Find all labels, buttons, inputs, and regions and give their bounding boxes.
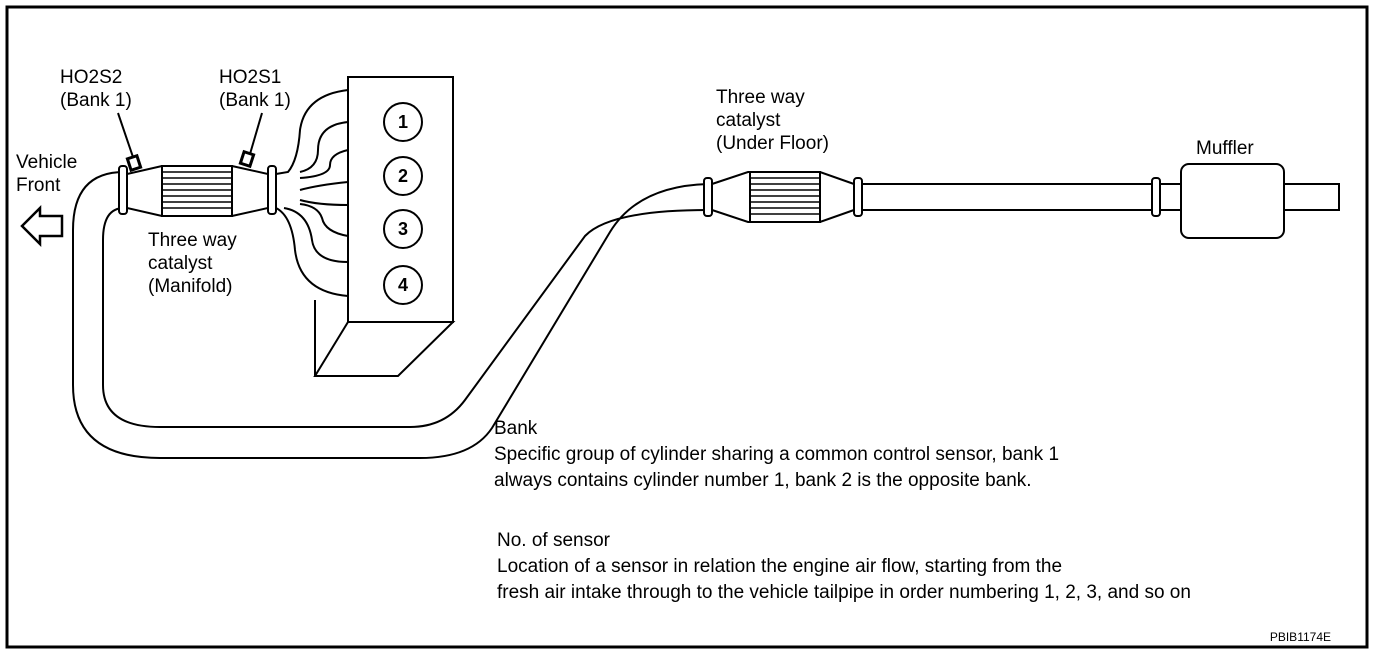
catalyst-under-floor-line-3: (Under Floor) xyxy=(716,133,829,154)
muffler-label: Muffler xyxy=(1196,138,1254,159)
sensor-note: No. of sensor Location of a sensor in re… xyxy=(497,528,1191,606)
ho2s2-name: HO2S2 xyxy=(60,67,123,88)
ho2s1-bank: (Bank 1) xyxy=(219,90,291,111)
catalyst-under-floor-line-2: catalyst xyxy=(716,110,781,131)
catalyst-manifold-label: Three way catalyst (Manifold) xyxy=(148,229,237,298)
pipe-flanges xyxy=(118,165,1161,217)
catalyst-under-floor-label: Three way catalyst (Under Floor) xyxy=(716,86,829,155)
catalyst-manifold-line-3: (Manifold) xyxy=(148,276,233,297)
ho2s1-name: HO2S1 xyxy=(219,67,282,88)
ho2s2-label: HO2S2 (Bank 1) xyxy=(60,66,132,112)
sensor-note-title: No. of sensor xyxy=(497,530,610,551)
cylinder-2-label: 2 xyxy=(398,166,408,186)
vehicle-front-label: Vehicle Front xyxy=(16,151,77,197)
cylinder-1-label: 1 xyxy=(398,112,408,132)
muffler-body xyxy=(1180,163,1285,239)
bank-note-title: Bank xyxy=(494,418,538,439)
cylinder-4-label: 4 xyxy=(398,275,408,295)
figure-border xyxy=(5,5,1369,649)
ho2s2-sensor xyxy=(117,112,143,173)
exhaust-manifold-runners xyxy=(275,89,349,297)
vehicle-front-arrow-icon xyxy=(20,204,64,248)
bank-note-line-2: always contains cylinder number 1, bank … xyxy=(494,470,1032,491)
catalyst-manifold-line-2: catalyst xyxy=(148,253,213,274)
cylinder-3-label: 3 xyxy=(398,219,408,239)
exhaust-pipe xyxy=(72,171,1340,459)
catalyst-manifold-body xyxy=(126,165,269,217)
ho2s2-bank: (Bank 1) xyxy=(60,90,132,111)
vehicle-front-line-2: Front xyxy=(16,175,61,196)
catalyst-under-floor-body xyxy=(711,171,855,223)
bank-note-line-1: Specific group of cylinder sharing a com… xyxy=(494,444,1060,465)
ho2s1-label: HO2S1 (Bank 1) xyxy=(219,66,291,112)
sensor-note-line-2: fresh air intake through to the vehicle … xyxy=(497,582,1191,603)
vehicle-front-line-1: Vehicle xyxy=(16,152,78,173)
cylinder-markers xyxy=(383,102,423,305)
catalyst-under-floor-line-1: Three way xyxy=(716,87,805,108)
sensor-note-line-1: Location of a sensor in relation the eng… xyxy=(497,556,1063,577)
bank-note: Bank Specific group of cylinder sharing … xyxy=(494,416,1059,494)
catalyst-manifold-line-1: Three way xyxy=(148,230,237,251)
ho2s1-sensor xyxy=(238,112,263,169)
figure-code: PBIB1174E xyxy=(1270,630,1331,644)
